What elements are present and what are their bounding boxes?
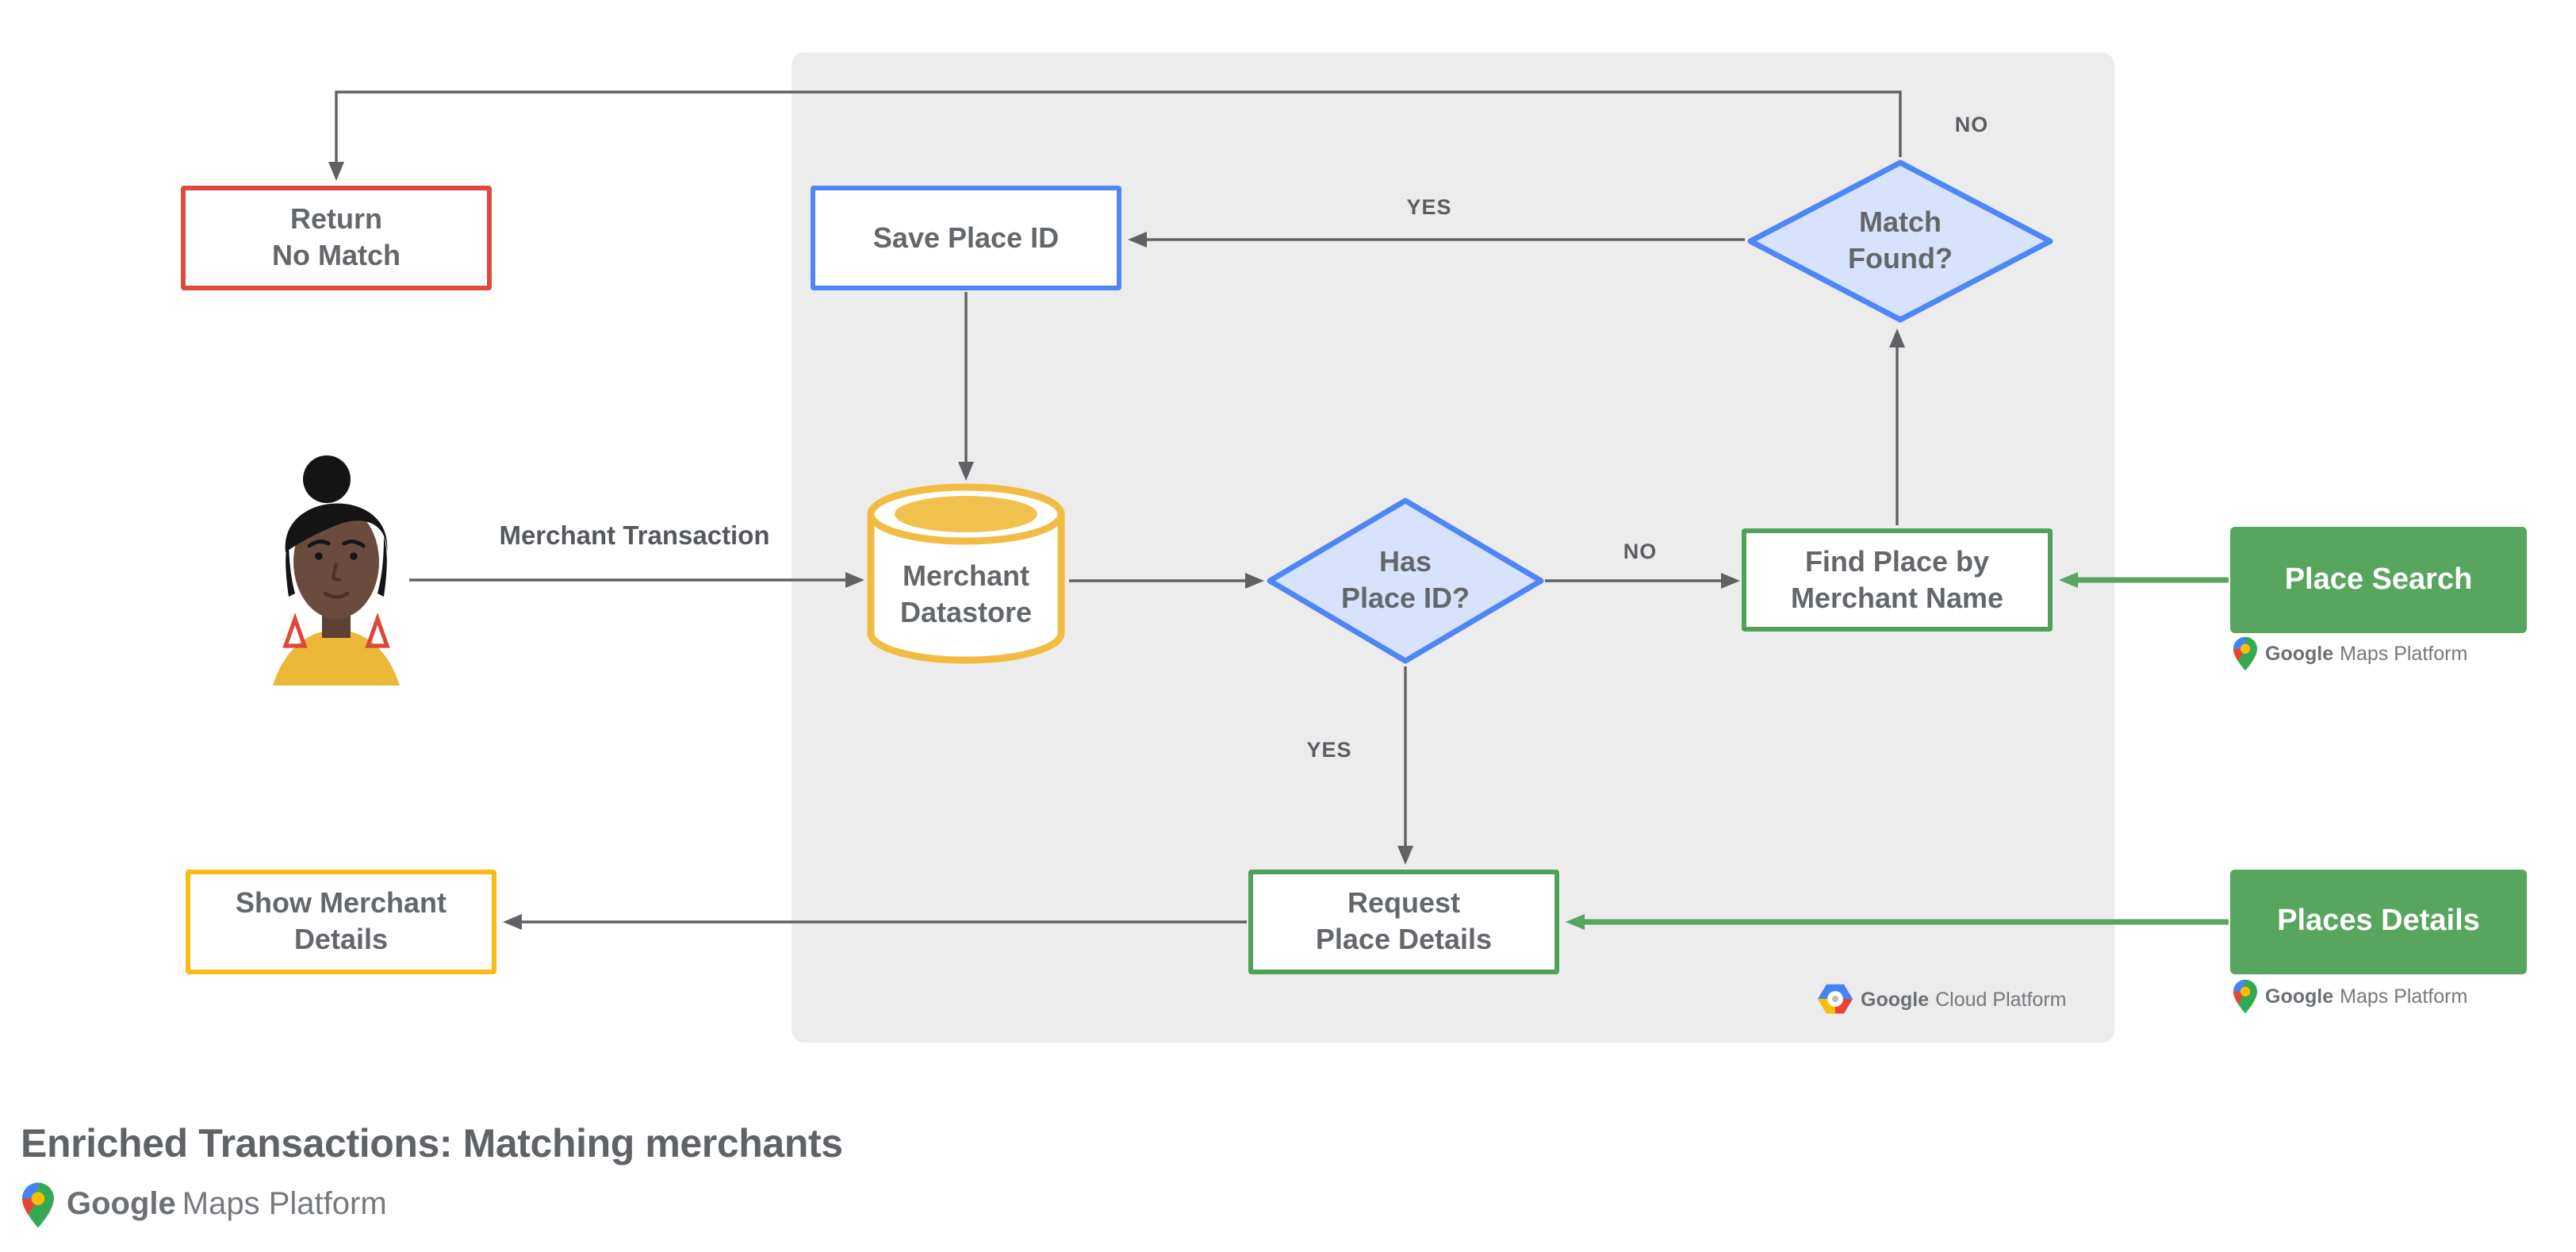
- node-find-place-by-merchant-name: Find Place by Merchant Name: [1742, 528, 2053, 632]
- diamond-shape-icon: [1747, 159, 2053, 323]
- label-yes-match-found: YES: [1406, 195, 1452, 219]
- show-merchant-line2: Details: [293, 924, 388, 955]
- label-no-match-found: NO: [1954, 113, 1989, 136]
- gcp-product-text: Cloud Platform: [1935, 988, 2067, 1010]
- diagram-title: Enriched Transactions: Matching merchant…: [21, 1122, 843, 1166]
- api-box-place-search: Place Search: [2230, 527, 2527, 633]
- node-return-line2: No Match: [272, 240, 401, 271]
- database-cylinder-icon: [867, 483, 1065, 664]
- has-place-id-line2: Place ID?: [1340, 582, 1470, 614]
- diamond-shape-icon: [1267, 497, 1544, 664]
- google-cloud-hexagon-icon: [1818, 984, 1853, 1014]
- match-found-line1: Match: [1858, 206, 1942, 238]
- datastore-line2: Datastore: [899, 597, 1033, 628]
- google-maps-pin-icon: [22, 1182, 54, 1228]
- node-return-no-match: Return No Match: [181, 186, 492, 290]
- find-place-line1: Find Place by: [1804, 545, 1990, 577]
- show-merchant-line1: Show Merchant: [235, 887, 447, 919]
- api-box-places-details: Places Details: [2230, 870, 2527, 974]
- gmp-product-text: Maps Platform: [182, 1187, 387, 1222]
- merchant-transaction-label: Merchant Transaction: [499, 522, 770, 551]
- gmp-product-text: Maps Platform: [2340, 643, 2468, 665]
- gmp-lockup-footer: Google Maps Platform: [22, 1182, 387, 1228]
- has-place-id-line1: Has: [1378, 546, 1432, 578]
- gmp-product-text: Maps Platform: [2340, 985, 2468, 1008]
- label-yes-has-place-id: YES: [1306, 738, 1352, 762]
- gmp-google-text: Google: [2265, 985, 2334, 1008]
- gcp-lockup: Google Cloud Platform: [1818, 984, 2067, 1014]
- gmp-google-text: Google: [67, 1187, 176, 1222]
- node-save-place-id: Save Place ID: [811, 186, 1121, 290]
- request-line1: Request: [1347, 887, 1460, 919]
- node-return-line1: Return: [290, 203, 382, 235]
- gmp-lockup-place-search: Google Maps Platform: [2233, 636, 2467, 671]
- google-maps-pin-icon: [2233, 636, 2257, 671]
- label-no-has-place-id: NO: [1623, 540, 1658, 563]
- find-place-line2: Merchant Name: [1790, 582, 2004, 613]
- datastore-line1: Merchant: [902, 560, 1029, 592]
- gmp-google-text: Google: [2265, 643, 2334, 665]
- person-avatar: [270, 454, 403, 686]
- gmp-lockup-places-details: Google Maps Platform: [2233, 979, 2467, 1014]
- places-details-label: Places Details: [2277, 904, 2480, 938]
- place-search-label: Place Search: [2284, 563, 2473, 596]
- request-line2: Place Details: [1315, 924, 1493, 955]
- node-save-place-id-label: Save Place ID: [872, 221, 1060, 253]
- gcp-google-text: Google: [1861, 988, 1930, 1010]
- google-maps-pin-icon: [2233, 979, 2257, 1014]
- match-found-line2: Found?: [1848, 243, 1953, 275]
